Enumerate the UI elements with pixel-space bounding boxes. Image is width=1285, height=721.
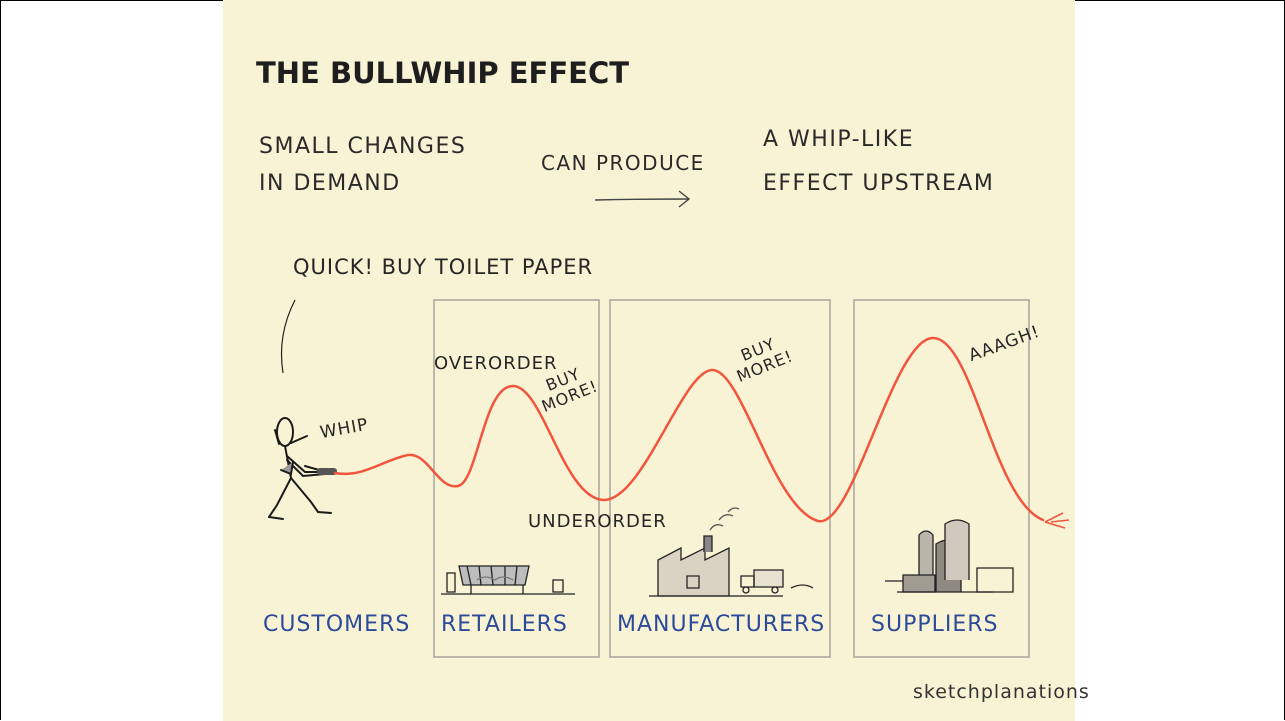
subtitle-right-line2: EFFECT UPSTREAM [763, 171, 995, 196]
subtitle-right-line1: A WHIP-LIKE [763, 127, 915, 152]
category-customers: CUSTOMERS [263, 612, 411, 637]
stick-figure-icon [268, 417, 332, 520]
factory-icon [649, 507, 783, 597]
category-suppliers: SUPPLIERS [871, 612, 999, 637]
overorder-label: OVERORDER [434, 353, 558, 374]
bullwhip-wave-line [333, 336, 1045, 523]
diagram-drawing [268, 190, 1070, 658]
arrow-right-icon [594, 190, 691, 208]
sketch-paper: THE BULLWHIP EFFECT SMALL CHANGES IN DEM… [223, 0, 1089, 721]
silo-icon [885, 519, 1014, 593]
speech-curve [280, 299, 296, 374]
category-retailers: RETAILERS [441, 612, 568, 637]
underorder-label: UNDERORDER [528, 511, 667, 532]
shop-icon [441, 565, 575, 595]
retailers-box [433, 299, 600, 658]
bullwhip-wave [333, 336, 1045, 523]
credit-signature: sketchplanations [913, 681, 1090, 703]
manufacturers-box [609, 299, 831, 658]
truck-icon [740, 569, 814, 594]
subtitle-left-line2: IN DEMAND [259, 171, 401, 196]
wave-end-arrow [1044, 512, 1070, 529]
quick-buy-label: QUICK! BUY TOILET PAPER [293, 255, 594, 279]
whip-handle [317, 468, 337, 475]
subtitle-left-line1: SMALL CHANGES [259, 134, 467, 159]
diagram-title: THE BULLWHIP EFFECT [256, 56, 630, 90]
category-manufacturers: MANUFACTURERS [617, 612, 826, 637]
subtitle-middle: CAN PRODUCE [541, 151, 705, 175]
